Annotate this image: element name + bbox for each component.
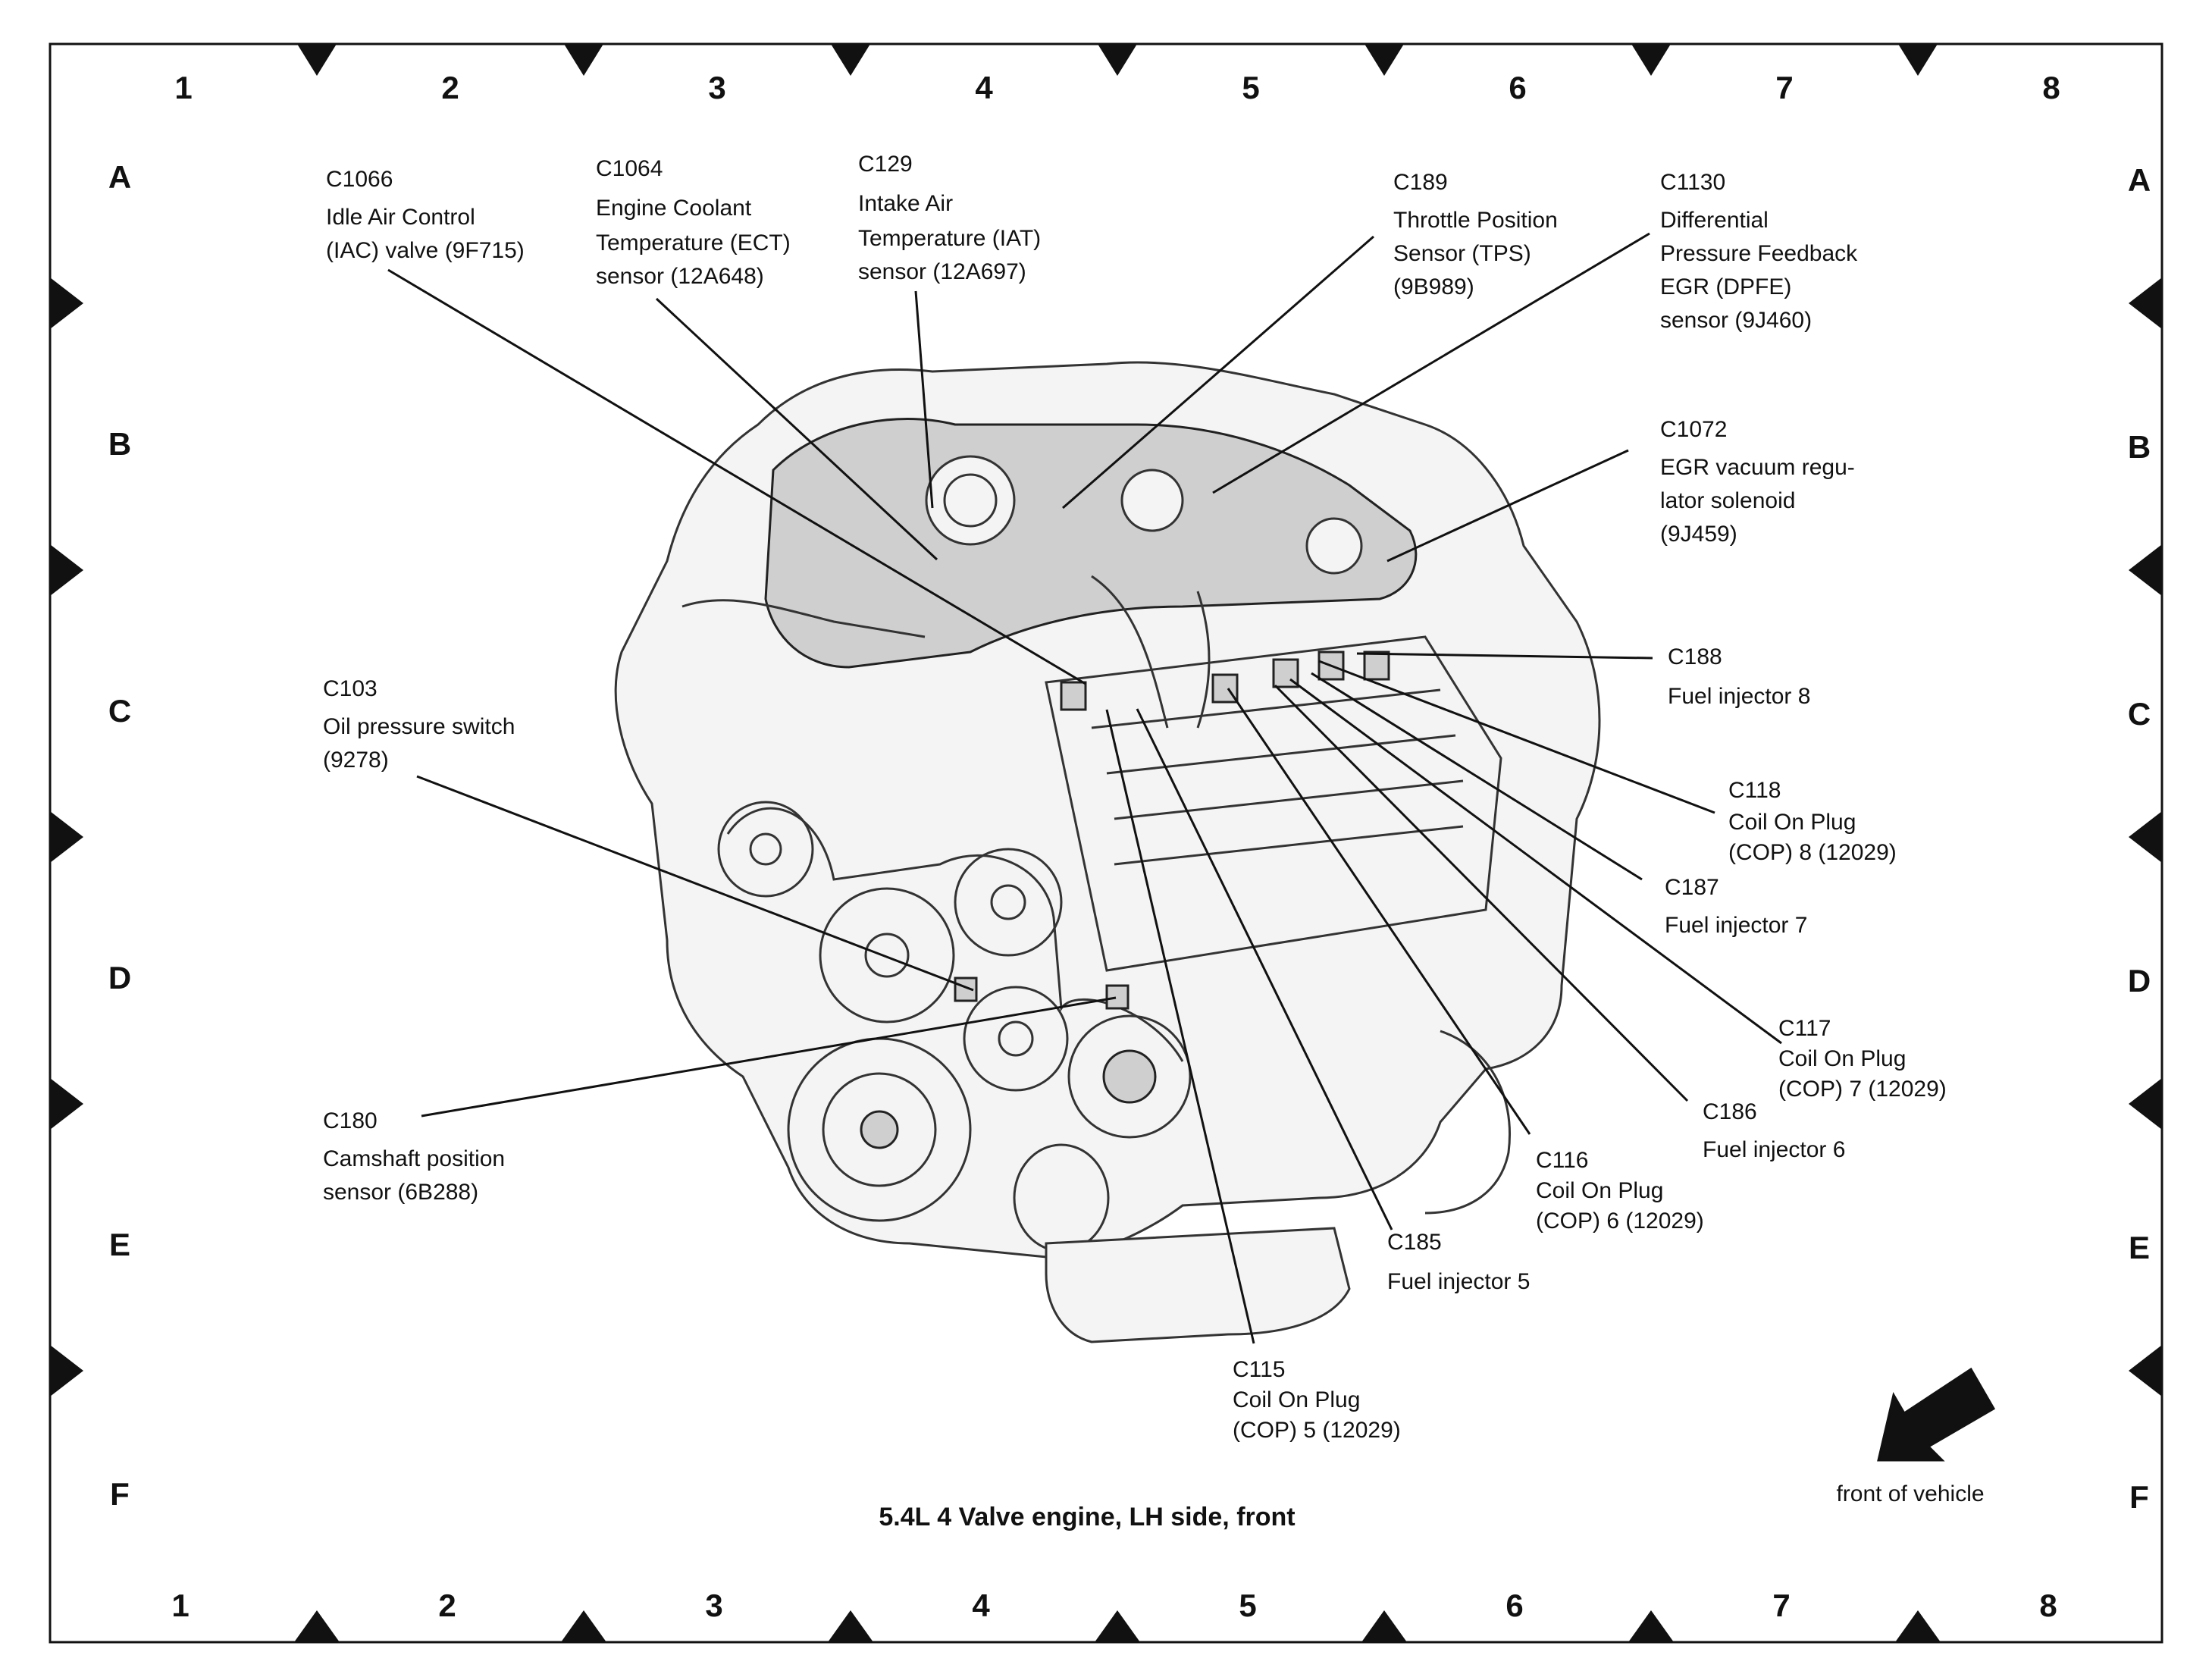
leader-c185 xyxy=(1136,708,1393,1230)
callout-c189: C189 Throttle Position Sensor (TPS) (9B9… xyxy=(1393,170,1564,299)
row-label-left-C: C xyxy=(108,693,131,729)
grid-marker-left-3 xyxy=(50,811,83,863)
grid-marker-left-5 xyxy=(50,1345,83,1397)
grid-marker-left-2 xyxy=(50,544,83,596)
grid-marker-top-3 xyxy=(831,44,870,76)
grid-marker-right-2 xyxy=(2129,544,2162,596)
grid-marker-top-2 xyxy=(564,44,603,76)
row-label-right-A: A xyxy=(2128,162,2151,198)
callout-c180: C180 Camshaft position sensor (6B288) xyxy=(323,1108,511,1205)
leader-c188 xyxy=(1356,652,1653,660)
callout-c117: C117 Coil On Plug (COP) 7 (12029) xyxy=(1778,1016,1947,1102)
leader-c180 xyxy=(421,996,1117,1118)
grid-marker-right-5 xyxy=(2129,1345,2162,1397)
row-label-right-F: F xyxy=(2129,1479,2149,1515)
leader-c129 xyxy=(914,290,934,509)
front-of-vehicle-arrow-icon xyxy=(1877,1367,1996,1462)
leader-c189 xyxy=(1062,235,1374,509)
col-label-top-2: 2 xyxy=(441,70,459,105)
callout-c118: C118 Coil On Plug (COP) 8 (12029) xyxy=(1728,778,1897,865)
grid-marker-left-1 xyxy=(50,277,83,329)
col-label-top-6: 6 xyxy=(1509,70,1526,105)
callout-c115: C115 Coil On Plug (COP) 5 (12029) xyxy=(1233,1357,1401,1443)
grid-marker-top-1 xyxy=(297,44,337,76)
leader-c1066 xyxy=(387,268,1086,685)
grid-marker-left-4 xyxy=(50,1078,83,1130)
row-label-left-E: E xyxy=(109,1227,130,1262)
grid-marker-bottom-4 xyxy=(1095,1610,1140,1642)
row-label-right-B: B xyxy=(2128,429,2151,465)
row-label-right-E: E xyxy=(2129,1230,2150,1265)
callout-c1066: C1066 Idle Air Control (IAC) valve (9F71… xyxy=(326,167,525,263)
col-label-top-5: 5 xyxy=(1242,70,1259,105)
leader-c1064 xyxy=(655,297,938,561)
row-label-left-D: D xyxy=(108,960,131,995)
col-label-bottom-2: 2 xyxy=(438,1588,456,1623)
col-label-top-4: 4 xyxy=(975,70,993,105)
col-label-top-3: 3 xyxy=(708,70,725,105)
col-label-top-1: 1 xyxy=(174,70,192,105)
grid-marker-bottom-7 xyxy=(1895,1610,1941,1642)
grid-marker-bottom-2 xyxy=(561,1610,606,1642)
callout-c187: C187 Fuel injector 7 xyxy=(1665,875,1807,938)
leader-c103 xyxy=(416,775,974,992)
grid-marker-bottom-1 xyxy=(294,1610,340,1642)
callout-c186: C186 Fuel injector 6 xyxy=(1703,1099,1845,1162)
grid-marker-bottom-5 xyxy=(1361,1610,1407,1642)
leader-c1130 xyxy=(1212,232,1650,494)
grid-markers xyxy=(50,44,2162,1642)
grid-marker-top-5 xyxy=(1364,44,1404,76)
leader-lines xyxy=(387,232,1782,1344)
grid-marker-top-7 xyxy=(1898,44,1938,76)
engine-illustration xyxy=(614,361,1601,1343)
leader-c118 xyxy=(1318,660,1715,814)
row-label-right-D: D xyxy=(2128,963,2151,998)
leader-c1072 xyxy=(1386,449,1629,563)
callout-c116: C116 Coil On Plug (COP) 6 (12029) xyxy=(1536,1148,1704,1234)
callout-c1130: C1130 Differential Pressure Feedback EGR… xyxy=(1660,170,1863,333)
col-label-bottom-5: 5 xyxy=(1239,1588,1256,1623)
col-label-top-7: 7 xyxy=(1775,70,1793,105)
grid-marker-top-4 xyxy=(1098,44,1137,76)
grid-marker-top-6 xyxy=(1631,44,1671,76)
leader-c117 xyxy=(1289,678,1782,1045)
col-label-bottom-7: 7 xyxy=(1772,1588,1790,1623)
grid-marker-bottom-3 xyxy=(828,1610,873,1642)
grid-marker-right-3 xyxy=(2129,811,2162,863)
grid-marker-right-4 xyxy=(2129,1078,2162,1130)
col-label-bottom-3: 3 xyxy=(705,1588,722,1623)
leader-c187 xyxy=(1311,672,1643,881)
front-of-vehicle-label: front of vehicle xyxy=(1836,1481,1984,1506)
col-label-bottom-6: 6 xyxy=(1505,1588,1523,1623)
grid-marker-right-1 xyxy=(2129,277,2162,329)
diagram-caption: 5.4L 4 Valve engine, LH side, front xyxy=(879,1503,1295,1531)
row-label-left-F: F xyxy=(110,1476,130,1512)
leader-c115 xyxy=(1105,709,1255,1344)
leader-c186 xyxy=(1274,684,1689,1102)
col-label-bottom-1: 1 xyxy=(171,1588,189,1623)
callout-c129: C129 Intake Air Temperature (IAT) sensor… xyxy=(858,152,1048,284)
grid-marker-bottom-6 xyxy=(1628,1610,1674,1642)
col-label-bottom-8: 8 xyxy=(2039,1588,2057,1623)
row-label-left-A: A xyxy=(108,159,131,195)
callout-c1072: C1072 EGR vacuum regu- lator solenoid (9… xyxy=(1660,417,1861,547)
callout-labels: C1066 Idle Air Control (IAC) valve (9F71… xyxy=(323,152,1947,1443)
row-label-left-B: B xyxy=(108,426,131,462)
callout-c185: C185 Fuel injector 5 xyxy=(1387,1230,1530,1294)
callout-c1064: C1064 Engine Coolant Temperature (ECT) s… xyxy=(596,156,797,289)
leader-c116 xyxy=(1227,688,1531,1135)
callout-c103: C103 Oil pressure switch (9278) xyxy=(323,676,522,773)
col-label-bottom-4: 4 xyxy=(972,1588,990,1623)
row-label-right-C: C xyxy=(2128,696,2151,732)
grid-labels: 1 2 3 4 5 6 7 8 1 2 3 4 5 6 7 8 A B C D … xyxy=(108,70,2151,1623)
callout-c188: C188 Fuel injector 8 xyxy=(1668,644,1810,709)
col-label-top-8: 8 xyxy=(2042,70,2060,105)
